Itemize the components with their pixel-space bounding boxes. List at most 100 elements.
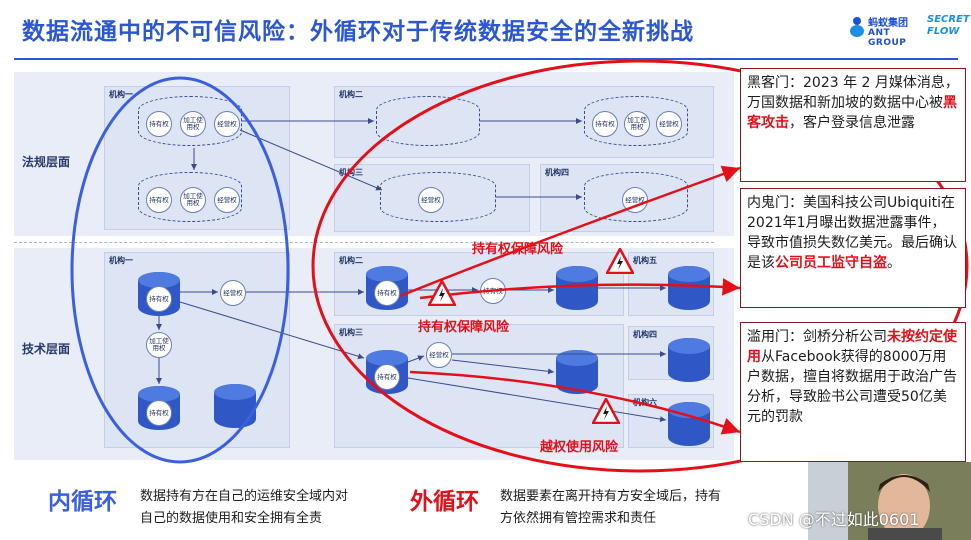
risk-arrows: [399, 165, 741, 435]
institution-label: 机构一: [109, 256, 133, 265]
institution-label: 机构二: [339, 90, 363, 99]
tech-institution-1: 机构一: [104, 252, 290, 448]
node-operate: 经营权: [214, 187, 240, 213]
node-operate: 经营权: [418, 187, 444, 213]
outer-loop-title: 外循环: [410, 489, 479, 515]
node-label: 经营权: [429, 350, 449, 359]
tech-inst5-store: [668, 266, 710, 310]
node-hold: 持有权: [592, 111, 618, 137]
institution-label: 机构四: [633, 330, 657, 339]
node-label: 经营权: [223, 288, 243, 297]
node-hold: 持有权: [374, 364, 400, 390]
flow-arrow: [407, 355, 425, 363]
inner-loop-title: 内循环: [48, 489, 117, 515]
page-title: 数据流通中的不可信风险：外循环对于传统数据安全的全新挑战: [22, 19, 694, 45]
risk-label-hold-top: 持有权保障风险: [472, 242, 564, 257]
callout-abuse-highlight: 未按约定使用: [747, 329, 957, 365]
outer-loop-text: 数据要素在离开持有方安全域后，持有方依然拥有管控需求和责任: [500, 489, 722, 526]
node-process: 加工使用权: [146, 332, 172, 358]
ant-group-logo: 蚂蚁集团 ANT GROUP: [848, 14, 923, 48]
csdn-watermark: CSDN @不过如此0601: [748, 510, 920, 529]
node-label: 经营权: [217, 119, 237, 128]
tech-inst4-store: [668, 338, 710, 382]
institution-label: 机构五: [633, 256, 657, 265]
institution-label: 机构六: [633, 398, 657, 407]
callout-hacker-suffix: ，客户登录信息泄露: [789, 115, 915, 131]
node-label: 持有权: [149, 195, 169, 204]
institution-label: 机构一: [109, 90, 133, 99]
node-label: 持有权: [149, 119, 169, 128]
presenter-webcam: [808, 462, 971, 540]
ant-logo-en: ANT GROUP: [868, 28, 907, 48]
node-hold: 持有权: [146, 187, 172, 213]
flow-arrow: [407, 377, 667, 422]
inner-loop-ellipse: [70, 76, 290, 464]
tech-inst2-store-left: 持有权: [366, 266, 408, 310]
tech-inst1-store-side: [214, 384, 256, 428]
callout-insider-text: 内鬼门：美国科技公司Ubiquiti在2021年1月曝出数据泄露事件，导致市值损…: [747, 195, 957, 271]
node-hold: 持有权: [146, 400, 172, 426]
node-label: 经营权: [421, 195, 441, 204]
zone-label-technical: 技术层面: [22, 342, 71, 356]
callout-abuse-text: 滥用门：剑桥分析公司: [747, 329, 887, 345]
reg-inst1-domain-bottom: [138, 172, 242, 222]
risk-label-overreach: 越权使用风险: [540, 440, 619, 455]
node-process: 加工使用权: [624, 111, 650, 137]
tech-inst1-store-bottom: 持有权: [138, 386, 180, 430]
tech-inst2-store-right: [556, 266, 598, 310]
reg-inst4-domain: [584, 172, 688, 222]
risk-label-hold-bottom: 持有权保障风险: [418, 320, 510, 335]
flow-arrows: [156, 118, 667, 422]
node-label: 持有权: [595, 119, 615, 128]
node-process: 加工使用权: [180, 111, 206, 137]
node-process: 加工使用权: [180, 187, 206, 213]
node-operate: 经营权: [656, 111, 682, 137]
flow-arrow: [179, 301, 365, 360]
node-label: 加工使用权: [627, 116, 647, 131]
node-label: 经营权: [659, 119, 679, 128]
node-label: 加工使用权: [183, 192, 203, 207]
secretflow-logo-line2: FLOW: [927, 26, 960, 37]
reg-inst2-domain-right: [584, 96, 688, 146]
node-operate: 经营权: [220, 280, 246, 306]
node-hold: 持有权: [146, 286, 172, 312]
risk-arrow-insider: [419, 278, 741, 300]
institution-label: 机构三: [339, 168, 363, 177]
callout-hacker: 黑客门：2023 年 2 月媒体消息，万国数据和新加坡的数据中心被黑客攻击，客户…: [740, 68, 966, 182]
callout-abuse-suffix: 从Facebook获得的8000万用户数据，擅自将数据用于政治广告分析，导致脸书…: [747, 349, 957, 425]
reg-inst2-domain-left: [376, 96, 480, 146]
callout-abuse: 滥用门：剑桥分析公司未按约定使用从Facebook获得的8000万用户数据，擅自…: [740, 322, 966, 462]
reg-inst1-domain-top: [138, 96, 242, 146]
warning-icon: [428, 280, 456, 306]
institution-label: 机构四: [545, 168, 569, 177]
risk-arrow-hacker: [399, 165, 741, 298]
outer-loop-ellipse: [311, 59, 969, 473]
node-label: 加工使用权: [149, 337, 169, 352]
node-label: 加工使用权: [183, 116, 203, 131]
node-operate: 经营权: [214, 111, 240, 137]
layer-separator: [14, 242, 714, 243]
callout-insider: 内鬼门：美国科技公司Ubiquiti在2021年1月曝出数据泄露事件，导致市值损…: [740, 188, 966, 308]
callout-hacker-highlight: 黑客攻击: [747, 95, 957, 131]
node-label: 经营权: [625, 195, 645, 204]
callout-insider-highlight: 公司员工监守自盗: [775, 255, 887, 271]
institution-label: 机构三: [339, 328, 363, 337]
node-label: 持有权: [149, 408, 169, 417]
callout-insider-suffix: 。: [887, 255, 901, 271]
node-label: 持有权: [377, 288, 397, 297]
secretflow-logo-line1: SECRET: [927, 14, 970, 25]
ant-logo-cn: 蚂蚁集团: [868, 18, 908, 29]
warning-icon: [606, 248, 634, 274]
tech-inst1-store-top: 持有权: [138, 272, 180, 316]
node-operate: 经营权: [426, 342, 452, 368]
tech-inst6-store: [668, 402, 710, 446]
tech-inst3-store-left: 持有权: [366, 350, 408, 394]
risk-arrow-abuse: [409, 370, 741, 435]
node-label: 持有权: [149, 294, 169, 303]
presenter-photo: [808, 462, 971, 540]
node-hold: 持有权: [146, 111, 172, 137]
institution-label: 机构二: [339, 256, 363, 265]
zone-label-regulation: 法规层面: [22, 155, 71, 169]
